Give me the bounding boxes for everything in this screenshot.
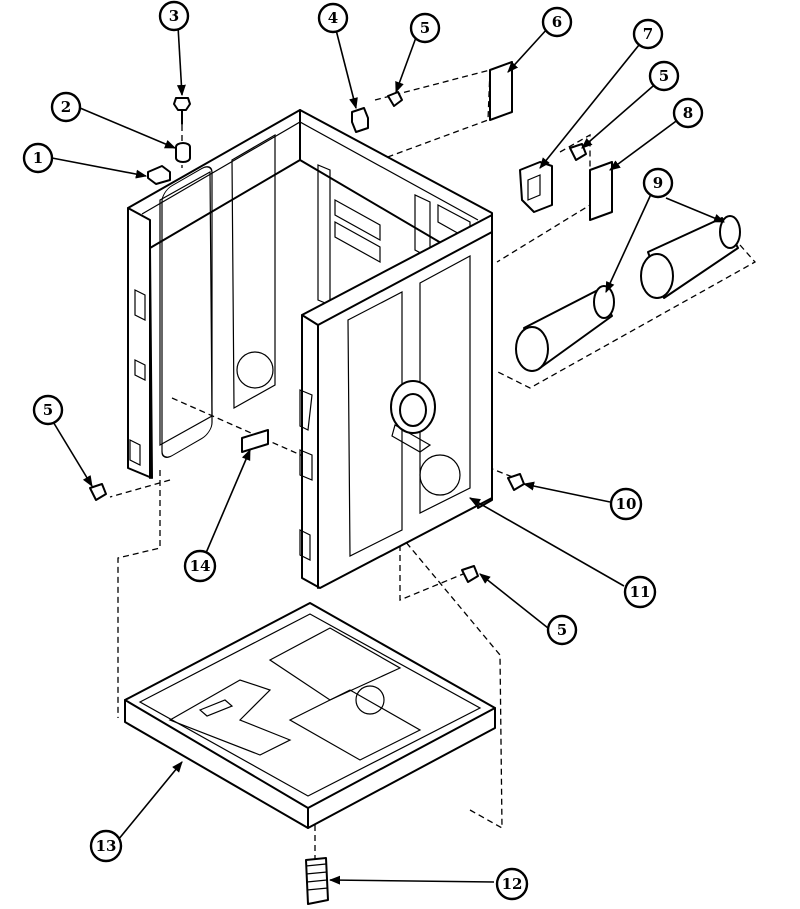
callout-5-right: 5 xyxy=(648,60,680,92)
callout-14: 14 xyxy=(183,549,217,583)
callout-4: 4 xyxy=(317,2,349,34)
leader-lines xyxy=(51,21,726,885)
svg-text:1: 1 xyxy=(33,149,43,167)
exhaust-opening xyxy=(390,380,436,453)
svg-text:5: 5 xyxy=(557,621,567,639)
base-pan xyxy=(124,602,496,829)
svg-text:14: 14 xyxy=(190,557,211,575)
callout-11: 11 xyxy=(623,575,657,609)
front-cabinet-panel xyxy=(299,214,493,589)
svg-text:5: 5 xyxy=(659,67,669,85)
callouts: 1 2 3 4 5 6 7 5 8 9 5 10 14 11 5 13 12 xyxy=(22,0,704,901)
callout-6: 6 xyxy=(541,6,573,38)
svg-text:11: 11 xyxy=(630,583,651,601)
callout-12: 12 xyxy=(495,867,529,901)
svg-text:8: 8 xyxy=(683,104,693,122)
callout-8: 8 xyxy=(672,97,704,129)
svg-text:6: 6 xyxy=(552,13,562,31)
callout-9: 9 xyxy=(642,167,674,199)
svg-text:2: 2 xyxy=(61,98,71,116)
callout-10: 10 xyxy=(609,487,643,521)
svg-text:7: 7 xyxy=(643,25,653,43)
callout-5-bottom: 5 xyxy=(546,614,578,646)
callout-5-top: 5 xyxy=(409,12,441,44)
svg-text:4: 4 xyxy=(328,9,338,27)
callout-2: 2 xyxy=(50,91,82,123)
svg-text:13: 13 xyxy=(96,837,117,855)
rear-cabinet-panel xyxy=(127,109,493,509)
callout-1: 1 xyxy=(22,142,54,174)
callout-13: 13 xyxy=(89,829,123,863)
svg-text:3: 3 xyxy=(169,7,179,25)
svg-text:5: 5 xyxy=(420,19,430,37)
svg-text:12: 12 xyxy=(502,875,523,893)
callout-7: 7 xyxy=(632,18,664,50)
small-parts xyxy=(89,61,613,583)
callout-3: 3 xyxy=(158,0,190,32)
leveling-leg xyxy=(305,857,329,905)
callout-5-left: 5 xyxy=(32,394,64,426)
svg-text:10: 10 xyxy=(616,495,637,513)
svg-text:5: 5 xyxy=(43,401,53,419)
svg-text:9: 9 xyxy=(653,174,663,192)
drum-rollers xyxy=(515,215,741,372)
